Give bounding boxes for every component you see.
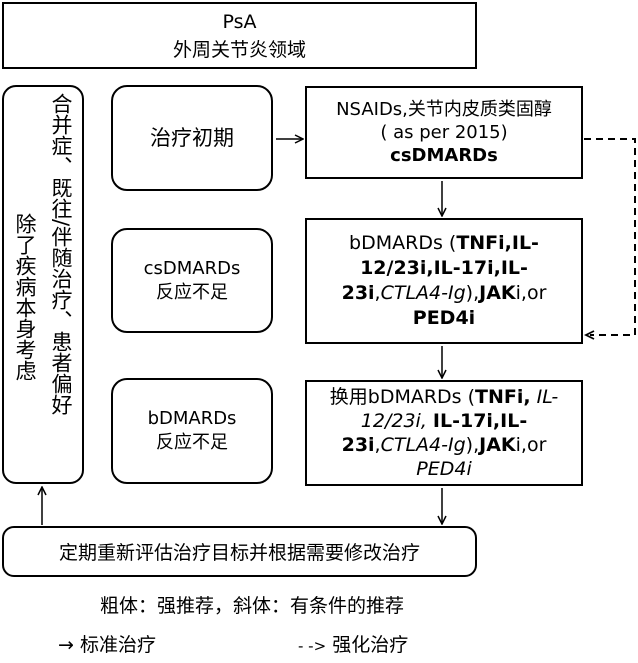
stage-label: bDMARDs — [147, 408, 237, 429]
text-sep: , — [374, 282, 381, 304]
reassess-text: 定期重新评估治疗目标并根据需要修改治疗 — [58, 542, 420, 564]
legend-arrows: → 标准治疗 - -> 强化治疗 — [58, 630, 408, 657]
title-line-psa: PsA — [222, 10, 257, 33]
legend-font-key: 粗体：强推荐，斜体：有条件的推荐 — [100, 595, 405, 617]
legend-standard-label: 标准治疗 — [79, 634, 156, 656]
text-strong-rec: JAK — [479, 282, 516, 304]
treatment-initial-box: NSAIDs,关节内皮质类固醇 ( as per 2015) csDMARDs — [305, 86, 583, 179]
stage-csdmards-inadequate: csDMARDs 反应不足 — [111, 228, 273, 333]
text-conditional-rec: CTLA4-Ig — [380, 282, 466, 304]
treatment-after-csdmards-text: bDMARDs (TNFi,IL-12/23i,IL-17i,IL-23i,CT… — [313, 231, 575, 331]
legend-intensified: - -> 强化治疗 — [298, 630, 408, 657]
dashed-intensified-path — [584, 138, 636, 336]
text-sep: ), — [465, 434, 480, 456]
text-prefix: 换用bDMARDs ( — [329, 386, 476, 408]
considerations-box: 合并症、既往/伴随治疗、患者偏好 除了疾病本身考虑 — [2, 85, 84, 484]
text-strong-rec: TNFi,IL-12/23i,IL-17i,IL-23i — [341, 232, 539, 304]
text-strong-rec: JAK — [479, 434, 516, 456]
reassess-box: 定期重新评估治疗目标并根据需要修改治疗 — [2, 526, 477, 577]
considerations-column-2: 除了疾病本身考虑 — [13, 213, 37, 381]
treatment-initial-line2: ( as per 2015) — [380, 122, 508, 143]
text-sep: i,or — [515, 434, 547, 456]
legend-intensified-label: 强化治疗 — [332, 634, 409, 656]
text-sep: i,or — [515, 282, 547, 304]
text-conditional-rec: CTLA4-Ig — [380, 434, 466, 456]
text-strong-rec: IL-17i,IL-23i — [341, 410, 528, 456]
title-box: PsA 外周关节炎领域 — [2, 2, 477, 69]
stage-label: csDMARDs — [143, 257, 241, 279]
text-sep: ), — [465, 282, 480, 304]
stage-sublabel: 反应不足 — [156, 432, 228, 453]
treatment-after-bdmards-box: 换用bDMARDs (TNFi, IL-12/23i, IL-17i,IL-23… — [305, 380, 583, 486]
stage-initial-treatment: 治疗初期 — [111, 85, 273, 191]
treatment-initial-line1: NSAIDs,关节内皮质类固醇 — [336, 99, 552, 120]
stage-sublabel: 反应不足 — [156, 281, 228, 303]
text-strong-rec: PED4i — [412, 307, 476, 329]
treatment-initial-line3: csDMARDs — [390, 145, 498, 166]
text-strong-rec: TNFi, — [475, 386, 531, 408]
text-sep: , — [374, 434, 381, 456]
text-conditional-rec: IL-12/23i, — [360, 386, 559, 432]
treatment-after-bdmards-text: 换用bDMARDs (TNFi, IL-12/23i, IL-17i,IL-23… — [313, 385, 575, 481]
treatment-after-csdmards-box: bDMARDs (TNFi,IL-12/23i,IL-17i,IL-23i,CT… — [305, 218, 583, 344]
dashed-arrow-head — [583, 330, 595, 340]
text-prefix: bDMARDs ( — [349, 232, 457, 254]
dashed-arrow-icon: - -> — [298, 637, 327, 655]
considerations-column-1: 合并症、既往/伴随治疗、患者偏好 — [49, 93, 73, 416]
solid-arrow-icon: → — [58, 634, 74, 656]
stage-label: 治疗初期 — [150, 126, 234, 150]
title-line-domain: 外周关节炎领域 — [172, 38, 306, 61]
text-conditional-rec: PED4i — [416, 458, 472, 480]
stage-bdmards-inadequate: bDMARDs 反应不足 — [111, 378, 273, 484]
